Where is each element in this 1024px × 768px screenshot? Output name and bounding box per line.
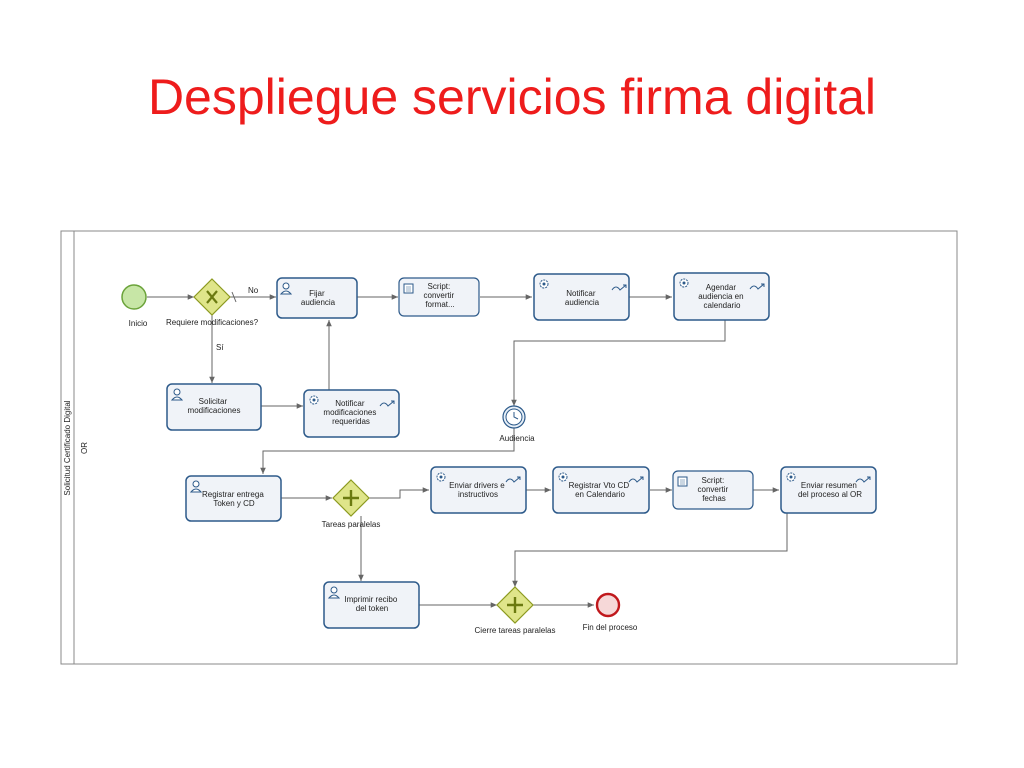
slide-title: Despliegue servicios firma digital [147, 69, 877, 125]
clock-icon [513, 412, 519, 420]
gear-icon [786, 472, 796, 482]
task-label: Notificar audiencia [565, 289, 600, 307]
flow-label-si: Sí [216, 343, 224, 352]
task-registrar-vto: Registrar Vto CD en Calendario [552, 466, 650, 514]
gear-icon [539, 279, 549, 289]
exclusive-x-icon [206, 290, 218, 304]
task-agendar-audiencia: Agendar audiencia en calendario [673, 272, 770, 321]
end-event-label: Fin del proceso [583, 623, 638, 632]
task-notificar-modificaciones: Notificar modificaciones requeridas [303, 389, 400, 438]
task-label: Fijar audiencia [301, 289, 336, 307]
send-icon [628, 476, 644, 483]
user-icon [170, 388, 184, 401]
task-enviar-drivers: Enviar drivers e instructivos [430, 466, 527, 514]
parallel-plus-icon [343, 490, 359, 506]
user-icon [189, 480, 203, 493]
flow-enviarresumen-cierre [512, 513, 788, 587]
send-icon [749, 283, 765, 290]
start-event-inicio: Inicio [121, 284, 148, 328]
user-icon [279, 282, 293, 295]
task-label: Script: convertir fechas [698, 476, 731, 503]
gateway-label: Tareas paralelas [322, 520, 381, 529]
send-icon [611, 284, 627, 291]
task-imprimir-recibo: Imprimir recibo del token [323, 581, 420, 629]
timer-event-label: Audiencia [499, 434, 535, 443]
task-label: Registrar entrega Token y CD [202, 490, 266, 508]
gateway-tareas-paralelas: Tareas paralelas [322, 479, 381, 529]
task-enviar-resumen: Enviar resumen del proceso al OR [780, 466, 877, 514]
task-notificar-audiencia: Notificar audiencia [533, 273, 630, 321]
task-label: Enviar drivers e instructivos [449, 481, 507, 499]
timer-event-audiencia: Audiencia [499, 405, 535, 443]
lane-label: OR [80, 442, 89, 454]
flow-agendar-audiencia [511, 320, 726, 406]
script-icon [677, 476, 688, 487]
send-icon [505, 476, 521, 483]
gateway-requiere-modificaciones: Requiere modificaciones? [166, 278, 259, 327]
flow-paralelas-enviar [369, 487, 429, 499]
pool-label: Solicitud Certificado Digital [63, 400, 72, 495]
task-label: Registrar Vto CD en Calendario [569, 481, 632, 499]
task-solicitar-modificaciones: Solicitar modificaciones [166, 383, 262, 431]
send-icon [855, 476, 871, 483]
script-icon [403, 283, 414, 294]
task-label: Agendar audiencia en calendario [698, 283, 746, 310]
task-script-convertir-fechas: Script: convertir fechas [672, 470, 754, 510]
send-icon [379, 400, 395, 407]
task-fijar-audiencia: Fijar audiencia [276, 277, 358, 319]
gateway-label: Cierre tareas paralelas [475, 626, 556, 635]
end-event-fin: Fin del proceso [583, 592, 638, 632]
start-event-label: Inicio [129, 319, 148, 328]
sequence-flows [147, 291, 788, 608]
parallel-plus-icon [507, 597, 523, 613]
gateway-cierre-tareas-paralelas: Cierre tareas paralelas [475, 586, 556, 635]
flow-audiencia-registrar [260, 428, 515, 474]
gear-icon [558, 472, 568, 482]
task-script-convertir-format: Script: convertir format... [398, 277, 480, 317]
task-label: Script: convertir format... [424, 282, 457, 309]
task-label: Solicitar modificaciones [188, 397, 241, 415]
task-registrar-entrega: Registrar entrega Token y CD [185, 475, 282, 522]
gear-icon [436, 472, 446, 482]
user-icon [327, 586, 341, 599]
flow-label-no: No [248, 286, 259, 295]
gear-icon [309, 395, 319, 405]
task-label: Enviar resumen del proceso al OR [798, 481, 862, 499]
gateway-label: Requiere modificaciones? [166, 318, 259, 327]
task-label: Notificar modificaciones requeridas [323, 399, 378, 426]
gear-icon [679, 278, 689, 288]
task-label: Imprimir recibo del token [344, 595, 399, 613]
